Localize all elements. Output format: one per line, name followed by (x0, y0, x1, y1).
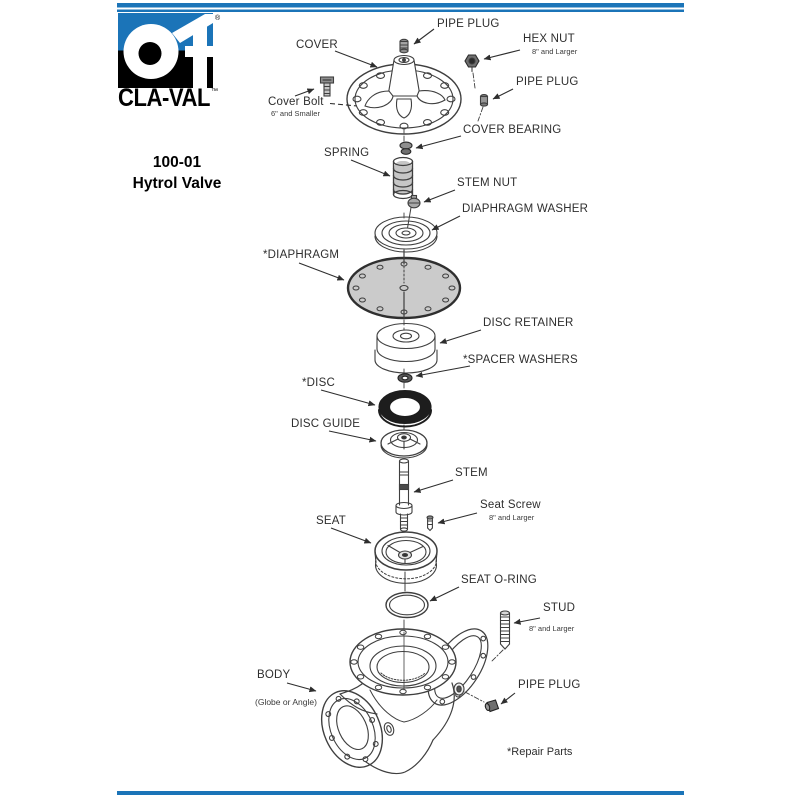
product-name: Hytrol Valve (133, 175, 222, 192)
brand-wordmark: CLA-VAL (118, 84, 210, 112)
part-hex-nut (464, 54, 480, 89)
svg-text:DISC RETAINER: DISC RETAINER (483, 317, 574, 329)
svg-text:DISC GUIDE: DISC GUIDE (291, 418, 360, 430)
part-diaphragm-washer (374, 216, 438, 253)
trademark-mark: ™ (211, 88, 218, 95)
part-disc-retainer (374, 322, 438, 374)
svg-text:6" and Smaller: 6" and Smaller (271, 109, 320, 118)
label-stem: STEM (413, 467, 488, 493)
svg-text:COVER BEARING: COVER BEARING (463, 124, 561, 136)
valve-exploded-diagram (319, 38, 511, 775)
label-stem-nut: STEM NUT (423, 177, 517, 203)
brand-logo: ® CLA-VAL ™ (118, 13, 221, 112)
svg-text:STEM NUT: STEM NUT (457, 177, 517, 189)
svg-text:Cover Bolt: Cover Bolt (268, 96, 324, 108)
svg-text:STEM: STEM (455, 467, 488, 479)
label-cover-bolt: Cover Bolt 6" and Smaller (268, 88, 358, 118)
part-pipe-plug-top (399, 38, 409, 54)
svg-text:PIPE PLUG: PIPE PLUG (437, 18, 500, 30)
svg-text:*SPACER WASHERS: *SPACER WASHERS (463, 354, 578, 366)
label-spacer-washers: *SPACER WASHERS (415, 354, 578, 378)
part-spacer-washers (397, 373, 413, 383)
svg-text:*DIAPHRAGM: *DIAPHRAGM (263, 249, 339, 261)
logo-f-crossbar (185, 46, 213, 57)
part-disc-guide (380, 429, 428, 459)
part-stem-nut (407, 194, 421, 229)
body-hull-boss (383, 722, 395, 736)
svg-text:8" and Larger: 8" and Larger (529, 624, 575, 633)
label-diaphragm: *DIAPHRAGM (263, 249, 345, 281)
bottom-rule (117, 791, 684, 795)
label-seat: SEAT (316, 515, 372, 544)
label-disc-guide: DISC GUIDE (291, 418, 377, 443)
part-spring (392, 156, 414, 200)
part-seat (374, 531, 438, 592)
callout-labels: PIPE PLUG HEX NUT 8" and Larger PIPE PLU… (255, 18, 588, 758)
label-seat-screw: Seat Screw 8" and Larger (437, 499, 541, 525)
svg-text:PIPE PLUG: PIPE PLUG (518, 679, 581, 691)
part-cover-bearing (399, 141, 413, 155)
svg-text:BODY: BODY (257, 669, 291, 681)
svg-text:8" and Larger: 8" and Larger (532, 47, 578, 56)
model-number: 100-01 (153, 154, 202, 171)
part-seat-screw (426, 515, 434, 532)
svg-text:(Globe or Angle): (Globe or Angle) (255, 697, 317, 707)
svg-text:STUD: STUD (543, 602, 575, 614)
body-flange-holes (350, 629, 456, 695)
label-cover-bearing: COVER BEARING (415, 124, 561, 150)
label-stud: STUD 8" and Larger (513, 602, 575, 633)
logo-f-hook (172, 14, 213, 43)
part-pipe-plug-upper (477, 93, 489, 122)
top-rule-thick (117, 3, 684, 8)
part-disc (378, 389, 432, 428)
svg-text:8" and Larger: 8" and Larger (489, 513, 535, 522)
logo-c-dot (138, 42, 162, 65)
part-cover (346, 54, 462, 135)
label-pipe-plug-upper: PIPE PLUG (492, 76, 579, 100)
label-spring: SPRING (324, 147, 391, 177)
part-cover-bolt (319, 76, 335, 97)
registered-mark: ® (215, 14, 221, 22)
label-pipe-plug-lower: PIPE PLUG (500, 679, 581, 705)
svg-text:Seat Screw: Seat Screw (480, 499, 541, 511)
part-seat-o-ring (385, 591, 429, 619)
part-body (320, 619, 489, 775)
repair-parts-footnote: *Repair Parts (507, 746, 573, 758)
label-pipe-plug-top: PIPE PLUG (413, 18, 500, 45)
part-stem (395, 458, 413, 532)
svg-text:HEX NUT: HEX NUT (523, 33, 575, 45)
label-body: BODY (Globe or Angle) (255, 669, 317, 707)
svg-text:PIPE PLUG: PIPE PLUG (516, 76, 579, 88)
svg-text:COVER: COVER (296, 39, 338, 51)
svg-text:SEAT O-RING: SEAT O-RING (461, 574, 537, 586)
part-diaphragm (346, 249, 462, 320)
label-cover: COVER (296, 39, 378, 68)
label-disc-retainer: DISC RETAINER (439, 317, 574, 344)
label-hex-nut: HEX NUT 8" and Larger (483, 33, 578, 61)
part-stud (491, 610, 511, 662)
svg-text:SPRING: SPRING (324, 147, 369, 159)
label-seat-o-ring: SEAT O-RING (429, 574, 537, 602)
part-pipe-plug-lower (484, 699, 500, 713)
label-disc: *DISC (302, 377, 376, 407)
body-left-flange (320, 690, 384, 768)
top-rule-thin (117, 9, 684, 12)
svg-text:*DISC: *DISC (302, 377, 335, 389)
svg-text:SEAT: SEAT (316, 515, 346, 527)
cover-bolt-holes (352, 72, 456, 130)
label-diaphragm-washer: DIAPHRAGM WASHER (431, 203, 588, 231)
svg-text:DIAPHRAGM WASHER: DIAPHRAGM WASHER (462, 203, 588, 215)
